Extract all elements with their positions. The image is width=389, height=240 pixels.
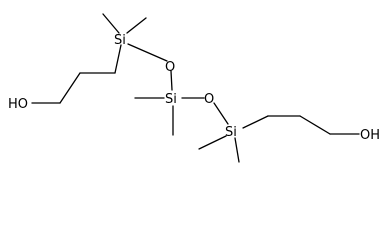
chemical-structure: Si O Si O Si HO OH — [8, 13, 380, 163]
atom-si-middle: Si — [165, 92, 177, 107]
bond-si-bottom-methyl-left — [198, 135, 227, 150]
bond-si-top-c1 — [114, 44, 122, 74]
atom-si-bottom: Si — [225, 125, 237, 140]
bond-o-top-si-middle — [170, 70, 173, 91]
atom-oh-right: OH — [360, 128, 380, 143]
bond-si-bottom-c1 — [242, 115, 269, 129]
bond-si-top-methyl-right — [126, 17, 147, 34]
atom-si-top: Si — [114, 33, 126, 48]
bond-o-right-si-bottom — [213, 102, 229, 125]
atom-o-right: O — [204, 92, 214, 107]
bond-si-top-o-top — [127, 43, 168, 62]
bond-si-bottom-methyl-down — [234, 137, 240, 163]
bond-c2-c3 — [59, 72, 81, 104]
bond-c2-c3-right — [299, 115, 331, 135]
atom-o-top: O — [165, 60, 175, 75]
bond-si-top-methyl-up — [102, 13, 120, 34]
atom-oh-left: HO — [8, 97, 28, 112]
